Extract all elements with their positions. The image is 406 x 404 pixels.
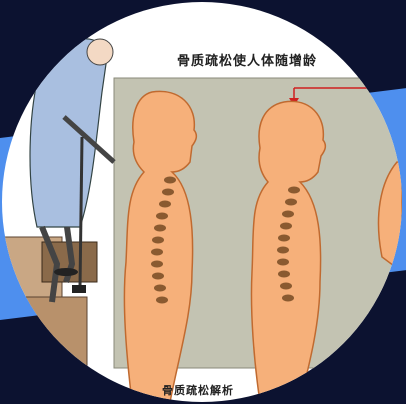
circular-image-frame: 骨质疏松使人体随增龄 骨质疏松解析: [2, 2, 402, 402]
illustration-title: 骨质疏松使人体随增龄: [177, 50, 317, 69]
elderly-woman-with-cane: [2, 39, 114, 367]
illustration-caption: 骨质疏松解析: [162, 382, 234, 398]
